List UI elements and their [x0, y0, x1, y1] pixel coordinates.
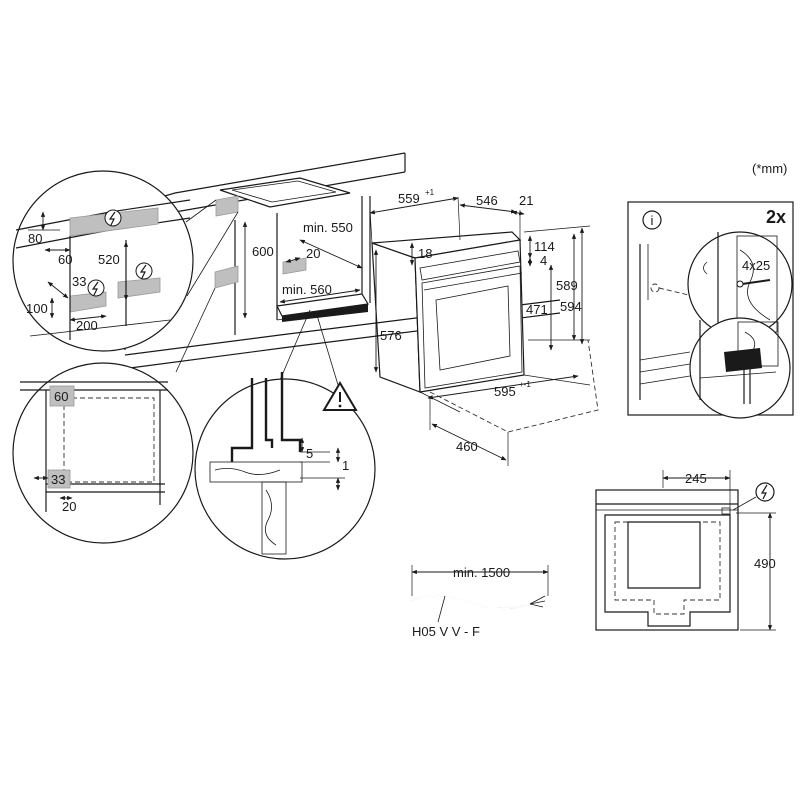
socket-offset-100-label: 100 — [26, 301, 48, 316]
oven-width-595-label: 595 — [494, 384, 516, 399]
oven-depth-559-label: 559 — [398, 191, 420, 206]
socket-box-top — [215, 195, 239, 217]
front-width-245-label: 245 — [685, 471, 707, 486]
oven-height-471-label: 471 — [526, 302, 548, 317]
oven-dim-18-label: 18 — [418, 246, 432, 261]
electric-hazard-icon — [87, 279, 105, 297]
info-icon — [642, 210, 662, 230]
oven-height-589-label: 589 — [556, 278, 578, 293]
units-note: (*mm) — [752, 161, 787, 176]
socket-detail-circle: 80 60 520 33 100 200 — [12, 170, 194, 352]
electric-hazard-icon — [135, 262, 153, 280]
gap-1-label: 1 — [342, 458, 349, 473]
oven-dim-114-label: 114 — [534, 239, 555, 254]
screw-count-label: 2x — [766, 207, 786, 227]
front-height-490-label: 490 — [754, 556, 776, 571]
oven-depth-546-label: 546 — [476, 193, 498, 208]
cable-type-label: H05 V V - F — [412, 624, 480, 639]
cabinet-height-label: 600 — [252, 244, 274, 259]
oven-height-576-label: 576 — [380, 328, 402, 343]
oven-dim-4-label: 4 — [540, 253, 547, 268]
cabinet-min-depth-label: min. 550 — [303, 220, 353, 235]
socket-offset-60-label: 60 — [58, 252, 72, 267]
screw-icon — [736, 279, 771, 288]
oven-depth-559-tol: +1 — [425, 188, 435, 197]
socket-top-offset-label: 80 — [28, 231, 42, 246]
side-bottom-offset-label: 20 — [62, 499, 76, 514]
gap-detail-circle: 5 1 — [194, 372, 376, 560]
socket-box-side — [214, 265, 239, 289]
oven-depth-460-label: 460 — [456, 439, 478, 454]
oven-front-21-label: 21 — [519, 193, 533, 208]
cabinet-gap-label: 20 — [306, 246, 320, 261]
info-glyph: i — [651, 213, 654, 228]
front-view-drawing: 245 490 — [595, 470, 776, 631]
socket-height-520-label: 520 — [98, 252, 120, 267]
side-top-box-label: 60 — [54, 389, 68, 404]
mounting-info-panel: i 2x 4x25 — [627, 201, 794, 419]
socket-width-200-label: 200 — [76, 318, 98, 333]
side-detail-circle: 60 33 20 — [12, 362, 194, 544]
warning-triangle-icon — [322, 381, 358, 411]
socket-box-floor — [282, 257, 307, 275]
electric-hazard-icon — [104, 209, 122, 227]
cabinet-min-width-label: min. 560 — [282, 282, 332, 297]
socket-offset-33-label: 33 — [72, 274, 86, 289]
cable-min-length-label: min. 1500 — [453, 565, 510, 580]
gap-5-label: 5 — [306, 446, 313, 461]
cable-drawing: min. 1500 H05 V V - F — [411, 565, 549, 639]
oven-width-595-tol: +-1 — [519, 380, 531, 389]
oven-drawing: 559 +1 546 21 18 114 4 471 589 594 576 5… — [369, 188, 599, 466]
side-top-box — [49, 385, 75, 407]
electric-hazard-icon — [755, 482, 775, 502]
screw-spec-label: 4x25 — [742, 258, 770, 273]
oven-height-594-label: 594 — [560, 299, 582, 314]
side-bottom-box-label: 33 — [51, 472, 65, 487]
